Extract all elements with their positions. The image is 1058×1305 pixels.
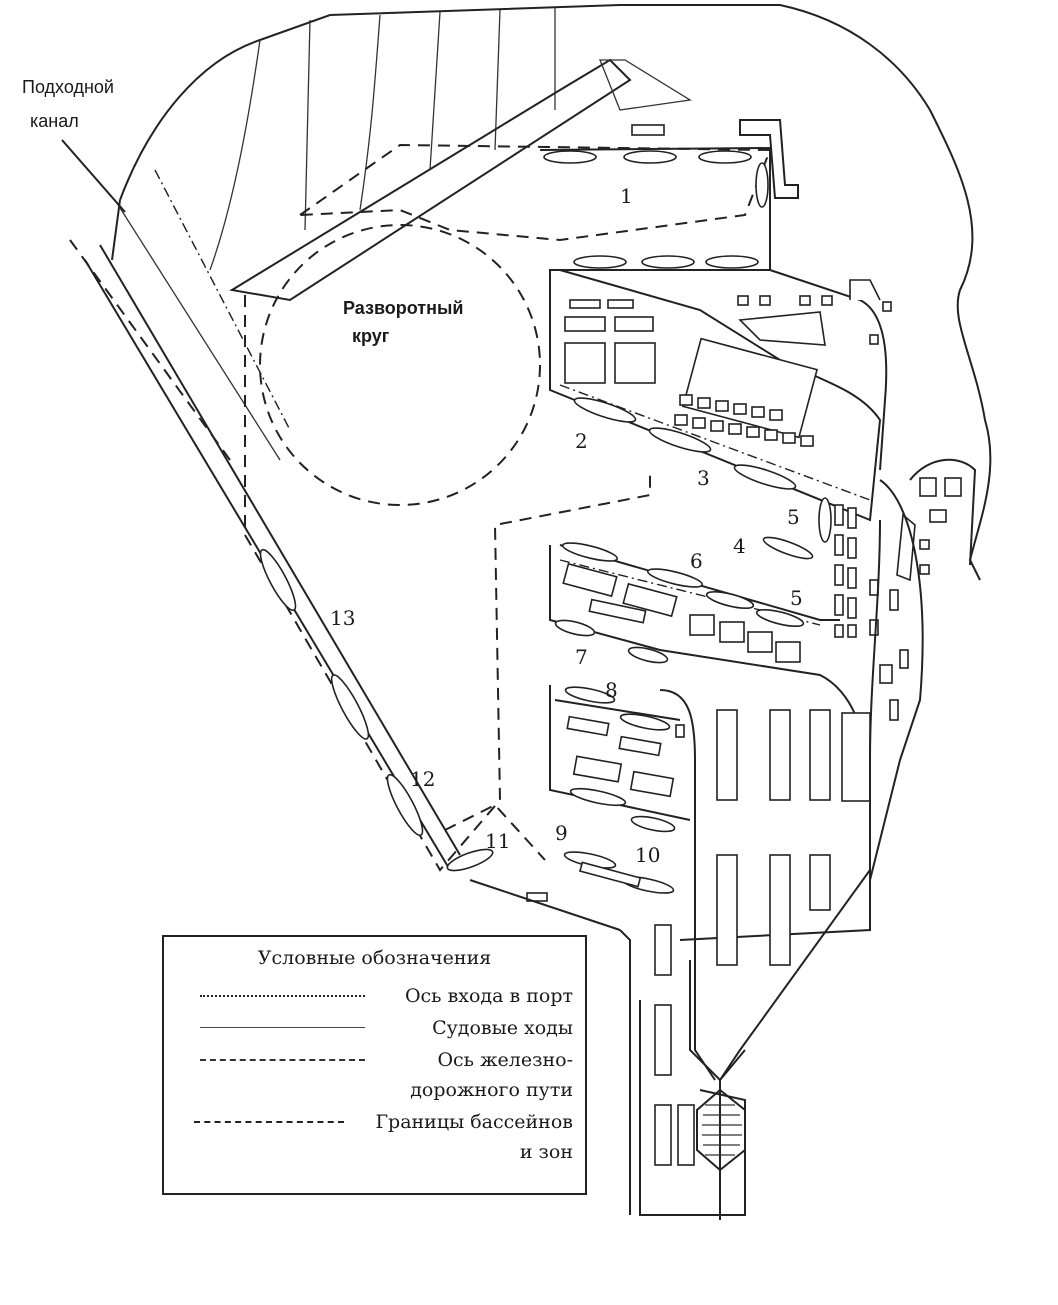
basin-1 [296,143,772,271]
approach-pointer [61,139,126,213]
marshalling-yard [696,1088,746,1172]
coastline [119,4,992,581]
rail-lines [469,479,924,1220]
legend-symbol-dash-dot [200,1059,365,1061]
zone-number-11: 11 [485,829,510,853]
east-storage [834,504,909,721]
legend-item-ship-routes: Судовые ходы [164,1013,585,1043]
legend-item-entrance-axis: Ось входа в порт [164,981,585,1011]
zone-number-8: 8 [605,678,618,702]
outer-zone-boundary [244,295,651,872]
zone-number-9: 9 [555,821,568,845]
legend-symbol-dashed [194,1121,344,1123]
terrain-lines [209,8,556,271]
zone-number-5a: 5 [787,505,800,529]
yard-warehouses [654,709,871,1166]
zone-number-10: 10 [635,843,660,867]
legend-label-basin-borders-1: Границы бассейнов [375,1111,573,1133]
north-breakwater [229,58,632,302]
small-building [631,124,665,136]
north-mole [599,59,692,111]
legend-symbol-dotted [200,995,365,997]
zone-number-7: 7 [575,645,588,669]
approach-channel-label-2: канал [30,111,79,131]
pier-6 [739,119,799,199]
central-pier [549,269,888,522]
legend-label-ship-routes: Судовые ходы [432,1017,573,1039]
turning-circle-label-2: круг [352,326,390,346]
coastline-left [111,199,121,261]
approach-channel-label-1: Подходной [22,77,114,97]
zone-number-3: 3 [697,466,710,490]
legend-label-entrance-axis: Ось входа в порт [404,985,573,1007]
north-east-structures [737,279,892,346]
zone-numbers: 1 2 3 4 5 5 6 7 8 9 10 11 12 13 [330,184,803,867]
east-terminal [896,458,977,582]
zone-number-1: 1 [620,184,633,208]
west-breakwater [259,548,424,837]
zone-number-2: 2 [575,429,588,453]
turning-circle [259,224,541,506]
legend-label-rail-axis-1: Ось железно- [437,1049,573,1071]
zone-number-6: 6 [690,549,703,573]
legend-item-basin-borders: Границы бассейнов и зон [164,1107,585,1167]
legend-label-rail-axis-2: дорожного пути [410,1079,573,1101]
turning-circle-label-1: Разворотный [343,298,463,318]
middle-pier [549,497,871,941]
lower-piers [444,685,691,902]
legend-symbol-solid [200,1027,365,1028]
zone-number-4: 4 [733,534,746,558]
legend-label-basin-borders-2: и зон [519,1141,573,1163]
zone-number-13: 13 [330,606,355,630]
legend-title: Условные обозначения [257,947,492,969]
legend-item-rail-axis: Ось железно- дорожного пути [164,1045,585,1105]
approach-channel [69,169,461,871]
zone-number-12: 12 [410,767,435,791]
legend: Условные обозначения Ось входа в порт Су… [162,935,587,1195]
zone-number-5b: 5 [790,586,803,610]
